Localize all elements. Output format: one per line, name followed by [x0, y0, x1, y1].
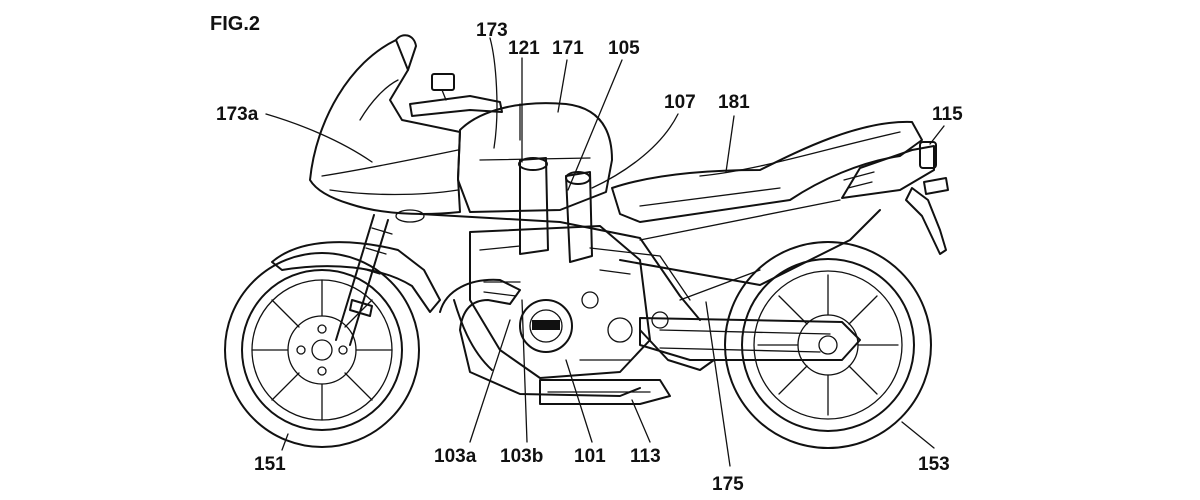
leader-173: [489, 37, 498, 149]
leader-107: [591, 113, 679, 189]
label-103b: 103b: [500, 446, 543, 467]
tail-light: [919, 141, 937, 169]
fuel-tank: [457, 102, 613, 213]
front-wheel: [224, 252, 420, 448]
leader-103a: [469, 319, 511, 443]
label-153: 153: [918, 454, 950, 475]
leader-103b: [521, 299, 528, 443]
label-173a: 173a: [216, 104, 259, 125]
leader-lines: [265, 37, 945, 467]
leader-113: [631, 399, 651, 443]
reference-labels: 173 121 171 105 107 181 115 173a 151 103…: [216, 20, 963, 495]
label-107: 107: [664, 92, 696, 113]
label-121: 121: [508, 38, 540, 59]
exhaust-pipes: [439, 278, 641, 397]
lower-exhaust: [539, 379, 671, 405]
label-113: 113: [630, 446, 661, 467]
label-175: 175: [712, 474, 744, 495]
leader-181: [725, 115, 735, 173]
leader-175: [705, 301, 731, 467]
label-103a: 103a: [434, 446, 477, 467]
main-frame: [419, 213, 701, 321]
front-fender: [271, 241, 441, 313]
engine: [469, 225, 651, 379]
seat: [611, 120, 923, 223]
label-101: 101: [574, 446, 606, 467]
license-bracket: [905, 187, 947, 255]
tail-cowl: [841, 145, 935, 199]
front-fork: [335, 214, 393, 346]
rear-frame: [619, 209, 881, 286]
leader-105: [567, 59, 623, 191]
label-151: 151: [254, 454, 286, 475]
leader-173a: [265, 113, 373, 163]
motorcycle-drawing: [224, 34, 949, 449]
figure-title: FIG.2: [210, 13, 260, 35]
label-181: 181: [718, 92, 750, 113]
leader-171: [557, 59, 568, 113]
label-115: 115: [932, 104, 963, 125]
intake-duct: [519, 157, 549, 255]
swingarm: [639, 317, 861, 361]
leader-151: [281, 433, 289, 451]
front-fairing: [309, 39, 461, 215]
label-171: 171: [552, 38, 584, 59]
leader-115: [929, 125, 945, 145]
rear-wheel: [724, 241, 932, 449]
label-105: 105: [608, 38, 640, 59]
handlebar: [409, 95, 503, 117]
label-173: 173: [476, 20, 508, 41]
leader-153: [901, 421, 935, 449]
leader-101: [565, 359, 593, 443]
